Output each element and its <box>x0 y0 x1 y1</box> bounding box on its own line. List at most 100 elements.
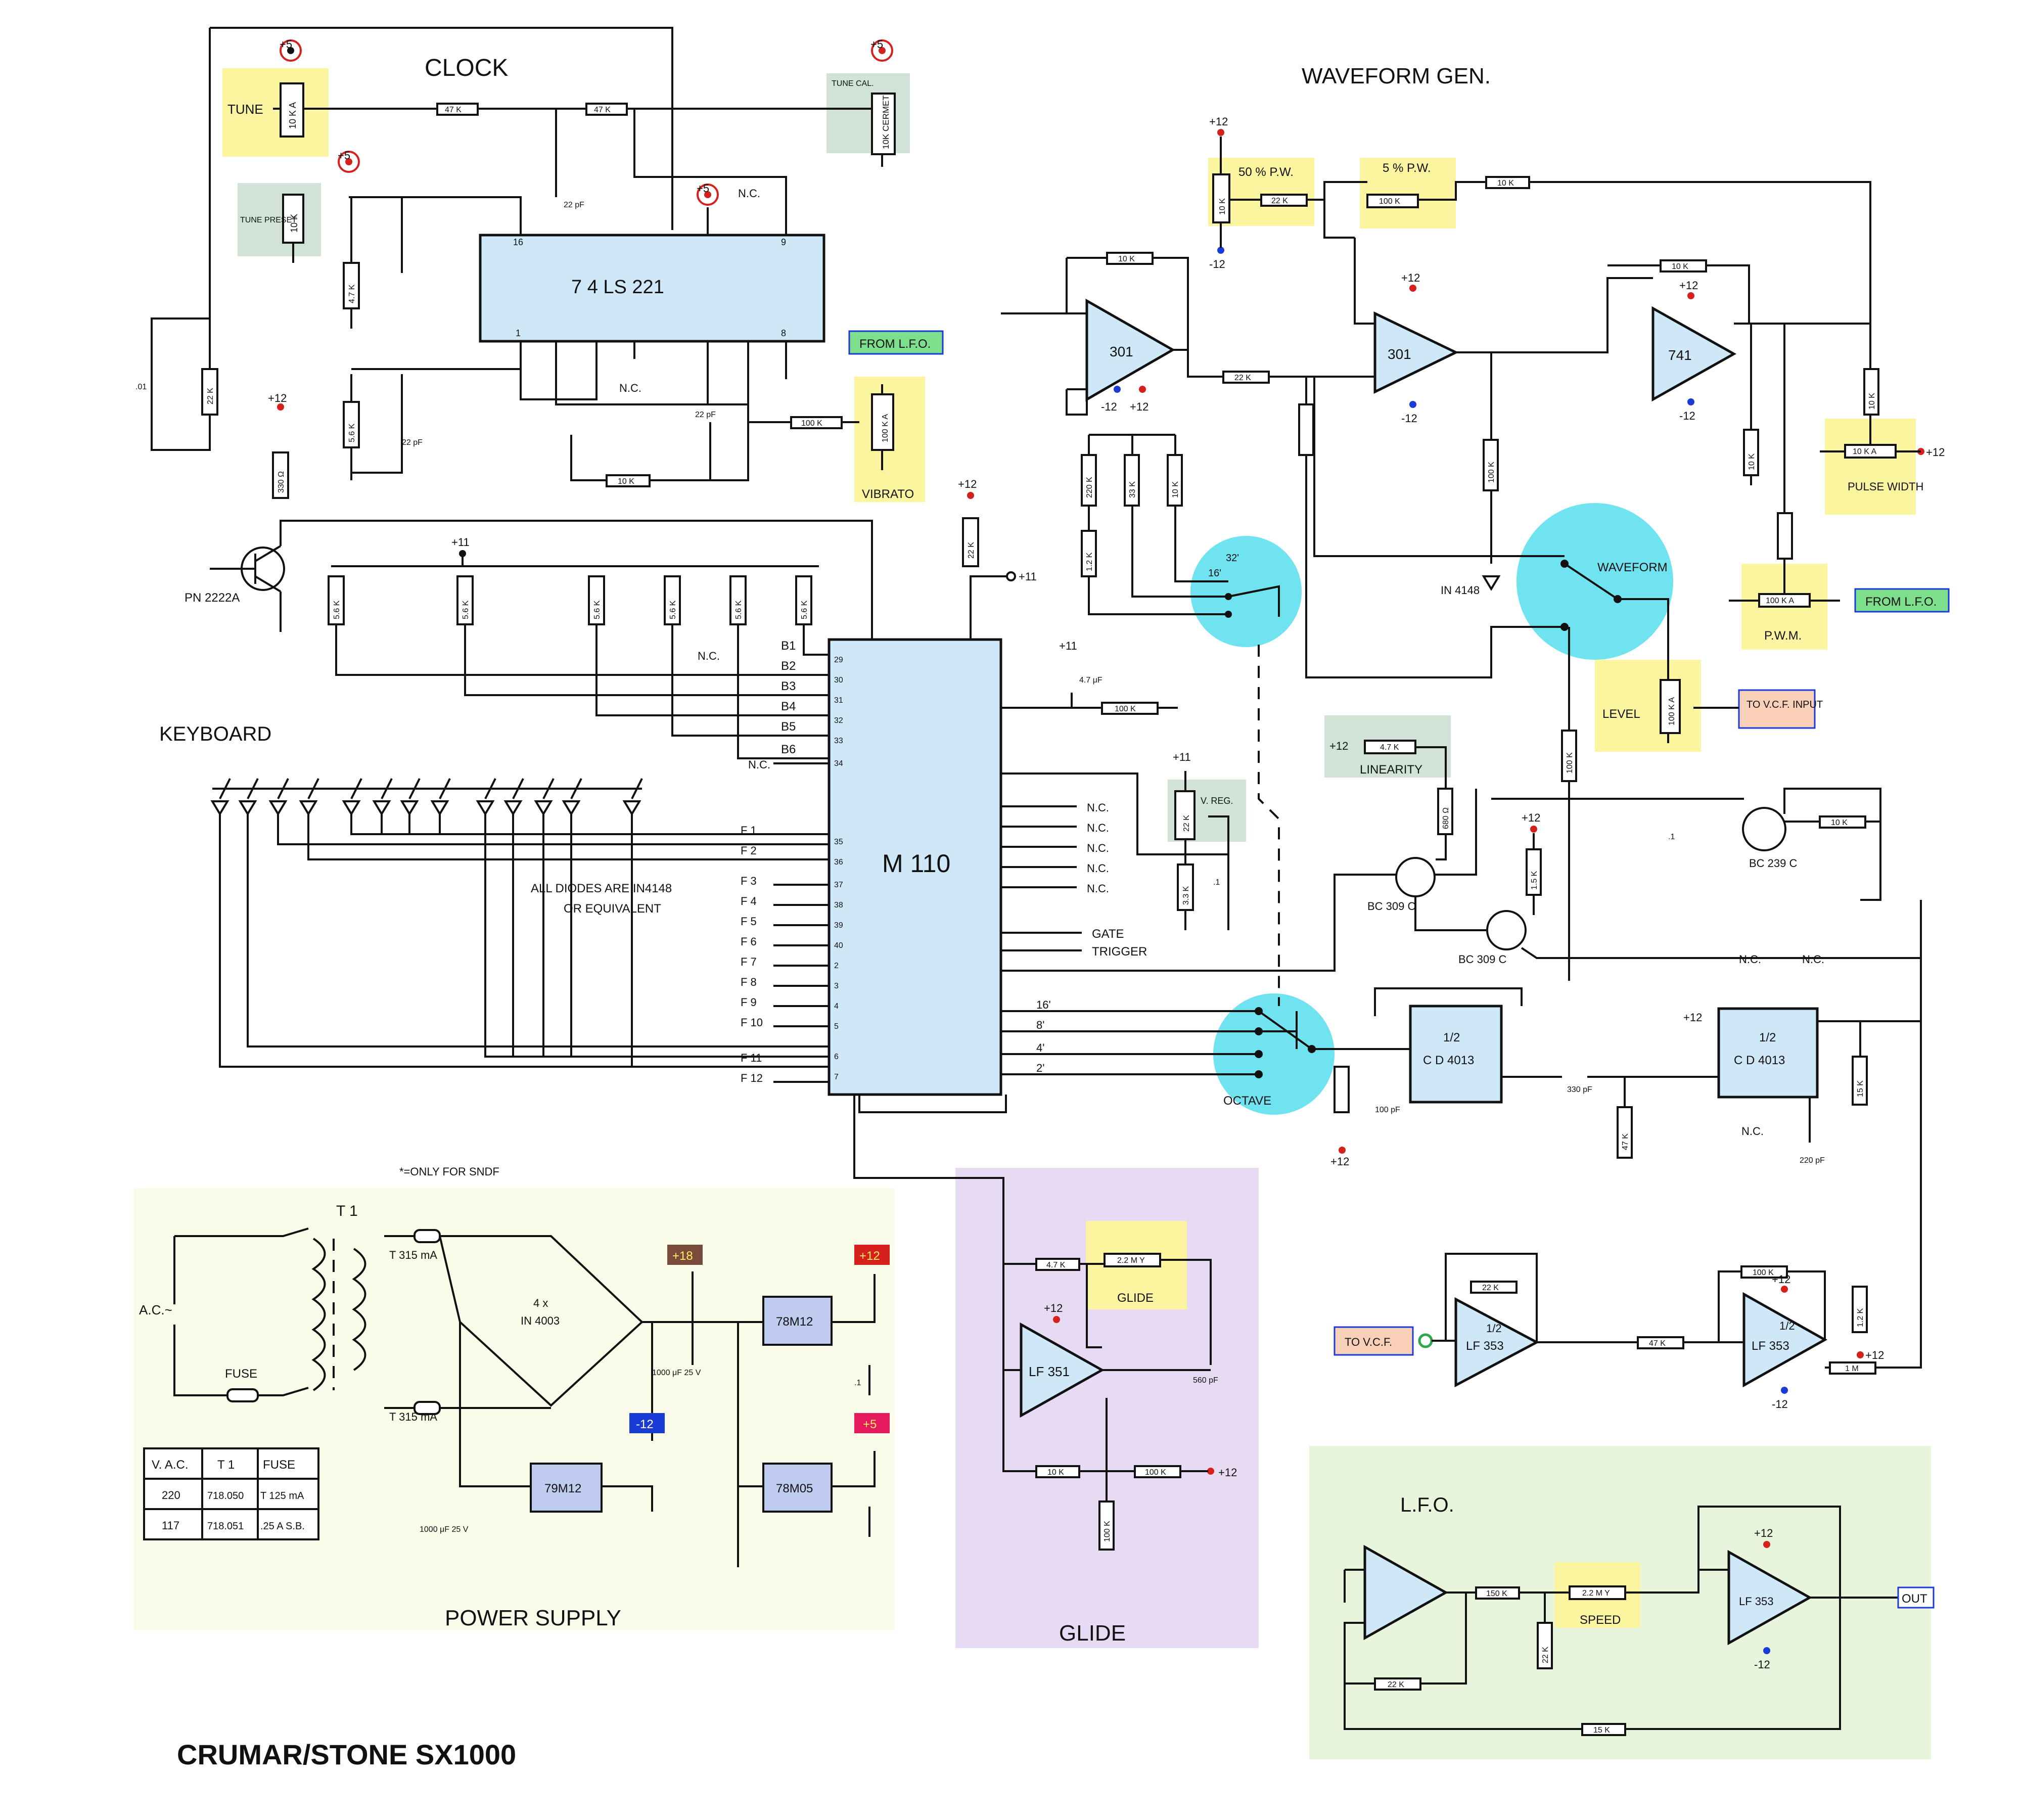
glide-pot[interactable] <box>1104 1253 1161 1267</box>
res-680 <box>1437 788 1453 835</box>
bc239c-label: BC 239 C <box>1749 857 1797 870</box>
pw50-pot-value: 10 K <box>1218 198 1227 215</box>
only-for-note: *=ONLY FOR SNDF <box>399 1165 499 1178</box>
res-10k-fb301 <box>1106 252 1154 265</box>
pwm-pot-value: 100 K A <box>1766 597 1794 605</box>
kb-res-2 <box>456 575 474 625</box>
vib-res-100k-value: 100 K <box>801 419 822 428</box>
bc309c-2-label: BC 309 C <box>1458 953 1506 966</box>
vibrato-pot[interactable] <box>871 393 894 451</box>
m110-pin3: 3 <box>834 982 839 990</box>
glide-pot-value: 2.2 M Y <box>1117 1256 1145 1265</box>
bc-cap-1: .1 <box>1668 833 1675 841</box>
m110-nc-5: N.C. <box>1087 882 1109 895</box>
waveform-switch-label[interactable]: WAVEFORM <box>1597 561 1668 574</box>
plus12-label-pw50: +12 <box>1209 115 1228 128</box>
minus12-label-lf353b: -12 <box>1772 1398 1788 1410</box>
lfo-out-badge <box>1897 1586 1935 1609</box>
minus12-label-lfo: -12 <box>1754 1658 1770 1671</box>
plus5-label-2: +5 <box>870 38 883 51</box>
plus12-label-lfo: +12 <box>1754 1527 1773 1539</box>
nc-b1: N.C. <box>698 650 720 662</box>
plus11-label-m110a: +11 <box>1059 640 1077 652</box>
cap-330pf: 330 pF <box>1567 1085 1592 1094</box>
bus-b5: B5 <box>781 720 796 734</box>
lfo-comparator <box>1363 1544 1449 1641</box>
clk-cap-22pf-a: 22 pF <box>564 201 584 209</box>
clk-res-330-value: 330 Ω <box>277 471 286 493</box>
cd4013-a-label: C D 4013 <box>1423 1054 1474 1067</box>
cap-100pf: 100 pF <box>1375 1106 1400 1114</box>
bridge-label-b: IN 4003 <box>521 1314 560 1327</box>
plus12-label-741: +12 <box>1679 279 1698 292</box>
m110-pin32: 32 <box>834 716 843 725</box>
res-47k-ff <box>1334 1066 1350 1113</box>
speed-label: SPEED <box>1580 1613 1621 1627</box>
m110-pin2: 2 <box>834 962 839 970</box>
plus12-label-lf351: +12 <box>1044 1302 1063 1314</box>
lf353a-label: LF 353 <box>1466 1339 1504 1353</box>
from-lfo-label-1: FROM L.F.O. <box>859 337 931 351</box>
keyboard-title: KEYBOARD <box>159 723 271 745</box>
reg-78m12-label: 78M12 <box>776 1315 813 1329</box>
pw5-pot[interactable] <box>1366 194 1419 208</box>
wf-range-16: 16' <box>1208 568 1221 579</box>
cap-220pf: 220 pF <box>1800 1156 1825 1165</box>
clk-res-10k-value: 10 K <box>618 477 634 486</box>
bus-b6: B6 <box>781 743 796 756</box>
bc309c-1 <box>1395 857 1436 897</box>
rail-badge-plus18 <box>667 1245 703 1265</box>
clk-res-56k-value: 5.6 K <box>348 423 356 442</box>
octave-switch-label[interactable]: OCTAVE <box>1223 1094 1271 1108</box>
vreg-label: V. REG. <box>1201 796 1233 806</box>
rail-badge-plus5 <box>854 1413 890 1433</box>
plus12-label-clk: +12 <box>268 392 287 404</box>
linearity-pot[interactable] <box>1364 740 1416 754</box>
tune-cal-pot[interactable] <box>871 93 896 155</box>
tune-pot[interactable] <box>280 82 304 138</box>
m110-res-100k <box>1101 702 1159 715</box>
reg-78m05 <box>762 1463 833 1513</box>
minus12-label-301a: -12 <box>1101 400 1117 413</box>
ls221-pin9: 9 <box>781 237 786 247</box>
plus5-rail-3 <box>338 151 360 173</box>
glide-knob-label: GLIDE <box>1117 1291 1154 1305</box>
plus5-label-3: +5 <box>338 149 350 162</box>
fuse-label: FUSE <box>225 1367 257 1381</box>
glide-res-47k-value: 4.7 K <box>1046 1261 1066 1269</box>
clk-res-47k-a <box>436 103 479 116</box>
bus-f10: F 10 <box>741 1016 763 1029</box>
vreg-res-33k-value: 3.3 K <box>1182 886 1190 905</box>
power-supply-panel <box>134 1188 895 1630</box>
m110-oct-16: 16' <box>1036 998 1051 1011</box>
plus12-label-pw: +12 <box>1926 446 1945 459</box>
glide-res-100k-value: 100 K <box>1145 1468 1166 1477</box>
vib-res-100k <box>790 416 843 429</box>
bus-f6: F 6 <box>741 935 757 948</box>
kb-res-1-value: 5.6 K <box>333 600 341 619</box>
fuse-table-r1-vac: 220 <box>162 1489 180 1502</box>
plus12-label-301b: +12 <box>1401 271 1420 284</box>
to-vcf-jack[interactable] <box>1418 1333 1433 1348</box>
fuse-table-r2-vac: 117 <box>162 1519 179 1532</box>
reg-78m12 <box>762 1296 833 1346</box>
m110-res-100k-value: 100 K <box>1115 705 1136 713</box>
plus12-label-301a: +12 <box>1130 400 1148 413</box>
tune-preset-pot[interactable] <box>282 194 304 244</box>
ls221-pin1: 1 <box>516 328 521 338</box>
lfo-integrator <box>1727 1550 1813 1646</box>
res-100k-b-value: 100 K <box>1566 752 1574 774</box>
lf353b-half: 1/2 <box>1779 1320 1795 1332</box>
octave-switch-highlight <box>1213 993 1335 1115</box>
fuse <box>226 1388 259 1402</box>
plus5-rail-1 <box>280 39 302 62</box>
cd4013-b-chip <box>1717 1007 1819 1099</box>
t315-label-1: T 315 mA <box>389 1249 437 1261</box>
m110-oct-4: 4' <box>1036 1041 1044 1054</box>
fuse-table-r1-t1: 718.050 <box>207 1490 244 1502</box>
level-pot[interactable] <box>1660 679 1681 734</box>
m110-pin4: 4 <box>834 1002 839 1011</box>
opamp-741 <box>1651 306 1737 402</box>
m110-pin35: 35 <box>834 838 843 846</box>
fuse-table-header-vac: V. A.C. <box>152 1458 189 1472</box>
